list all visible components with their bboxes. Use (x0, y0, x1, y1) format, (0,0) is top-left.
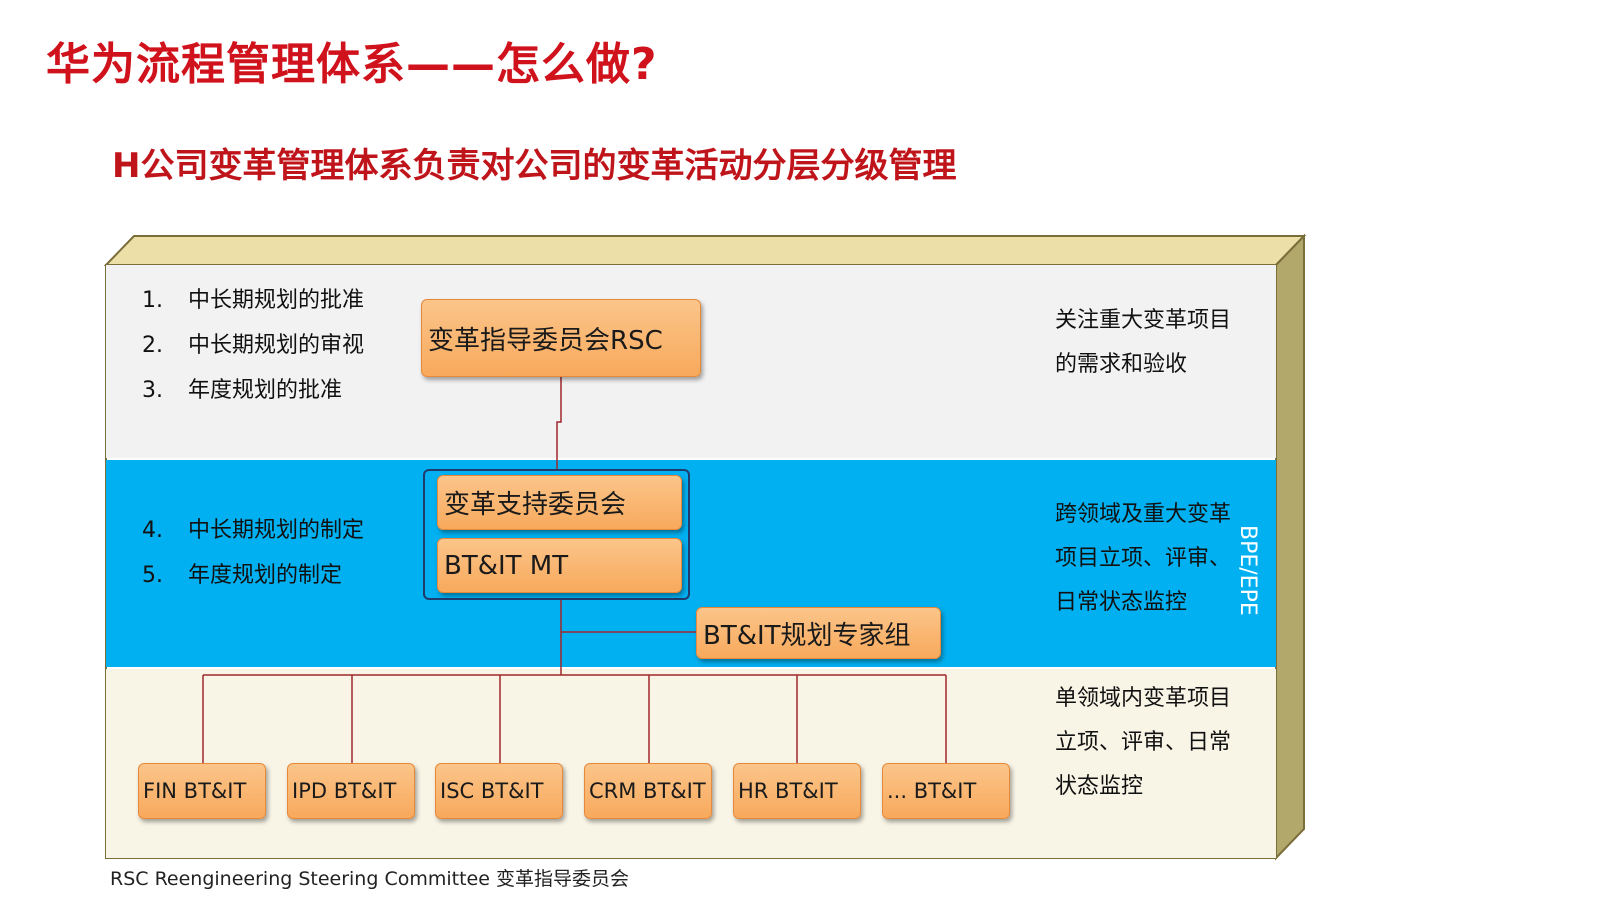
bt-it-mt-node: BT&IT MT (437, 538, 682, 593)
top-layer-list: 1.中长期规划的批准 2.中长期规划的审视 3.年度规划的批准 (142, 278, 364, 413)
box-top-face (103, 235, 1307, 266)
list-item: 5.年度规划的制定 (142, 563, 343, 588)
bpe-epe-side-label: BPE/EPE (1235, 525, 1260, 616)
hr-bt-it-node: HR BT&IT (733, 763, 861, 819)
page-subtitle: H公司变革管理体系负责对公司的变革活动分层分级管理 (112, 146, 957, 186)
list-item: 2.中长期规划的审视 (142, 333, 365, 358)
isc-bt-it-node: ISC BT&IT (435, 763, 563, 819)
list-item: 4.中长期规划的制定 (142, 518, 365, 543)
fin-bt-it-node: FIN BT&IT (138, 763, 266, 819)
middle-layer-note: 跨领域及重大变革 项目立项、评审、 日常状态监控 (1055, 502, 1232, 615)
list-item: 1.中长期规划的批准 (142, 288, 365, 313)
middle-layer-list: 4.中长期规划的制定 5.年度规划的制定 (142, 508, 364, 598)
committee-group-frame (423, 469, 690, 600)
crm-bt-it-node: CRM BT&IT (584, 763, 712, 819)
ipd-bt-it-node: IPD BT&IT (287, 763, 415, 819)
rsc-node: 变革指导委员会RSC (421, 299, 701, 377)
bottom-layer-note: 单领域内变革项目 立项、评审、日常 状态监控 (1055, 686, 1232, 799)
bt-it-planning-expert-group-node: BT&IT规划专家组 (696, 607, 941, 659)
footer-note: RSC Reengineering Steering Committee 变革指… (110, 868, 629, 890)
more-bt-it-node: ... BT&IT (882, 763, 1010, 819)
box-right-face (1275, 233, 1305, 861)
top-layer-note: 关注重大变革项目 的需求和验收 (1055, 308, 1232, 377)
list-item: 3.年度规划的批准 (142, 378, 343, 403)
change-support-committee-node: 变革支持委员会 (437, 475, 682, 530)
page-title: 华为流程管理体系——怎么做? (46, 39, 658, 90)
